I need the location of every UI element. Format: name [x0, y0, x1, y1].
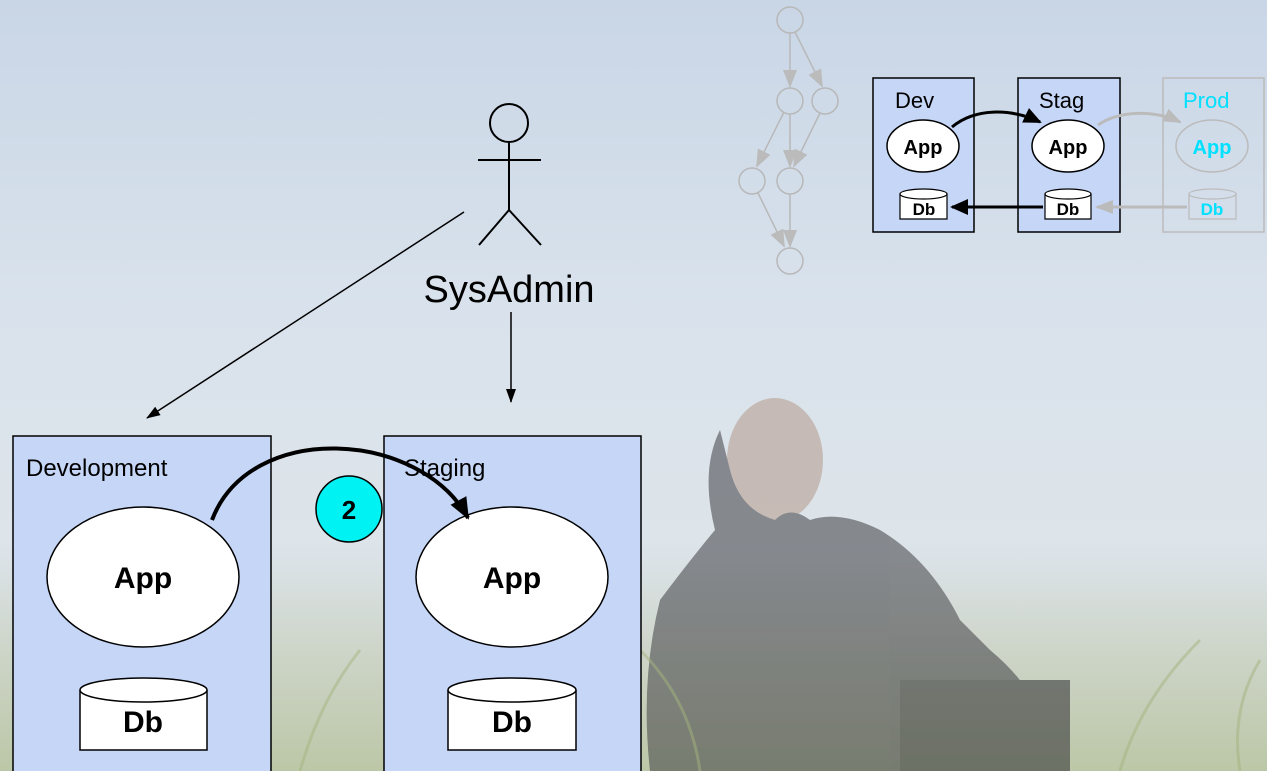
step-badge: [315, 475, 383, 543]
mini-arrow-app-staging-to-prod: [1097, 108, 1182, 127]
db-label: Db: [123, 706, 163, 739]
mini-db-label: Db: [1201, 200, 1224, 219]
app-label: App: [483, 562, 541, 595]
database-cylinder: [79, 677, 208, 751]
arrow-promote-app-dev-to-staging: [210, 446, 470, 521]
app-label: App: [114, 562, 172, 595]
mini-environment-staging: Stag App Db: [1017, 77, 1121, 233]
arrow-sysadmin-to-development: [146, 211, 465, 419]
mini-app-label: App: [1193, 137, 1232, 159]
step-badge-label: 2: [342, 495, 356, 525]
actor-label: SysAdmin: [423, 269, 594, 311]
mini-arrow-app-dev-to-staging: [951, 107, 1042, 129]
app-node: [415, 506, 609, 648]
mini-environment-dev: Dev App Db: [872, 77, 975, 233]
mini-database-cylinder: [1044, 188, 1092, 220]
environment-staging: Staging App Db: [383, 435, 642, 771]
mini-app-node: [1175, 119, 1249, 173]
mini-database-cylinder: [1188, 188, 1237, 220]
app-node: [46, 506, 240, 648]
db-label: Db: [492, 706, 532, 739]
mini-app-node: [1031, 119, 1105, 173]
environment-label: Development: [26, 455, 168, 482]
mini-environment-label: Dev: [895, 88, 934, 113]
mini-app-node: [886, 119, 960, 173]
mini-db-label: Db: [913, 200, 936, 219]
sysadmin-actor: [478, 103, 542, 246]
mini-environment-prod: Prod App Db: [1162, 77, 1265, 233]
mini-environment-label: Prod: [1183, 88, 1229, 113]
database-cylinder: [447, 677, 577, 751]
mini-app-label: App: [1049, 137, 1088, 159]
mini-database-cylinder: [899, 188, 948, 220]
mini-environment-label: Stag: [1039, 88, 1084, 113]
mini-app-label: App: [904, 137, 943, 159]
mini-db-label: Db: [1057, 200, 1080, 219]
